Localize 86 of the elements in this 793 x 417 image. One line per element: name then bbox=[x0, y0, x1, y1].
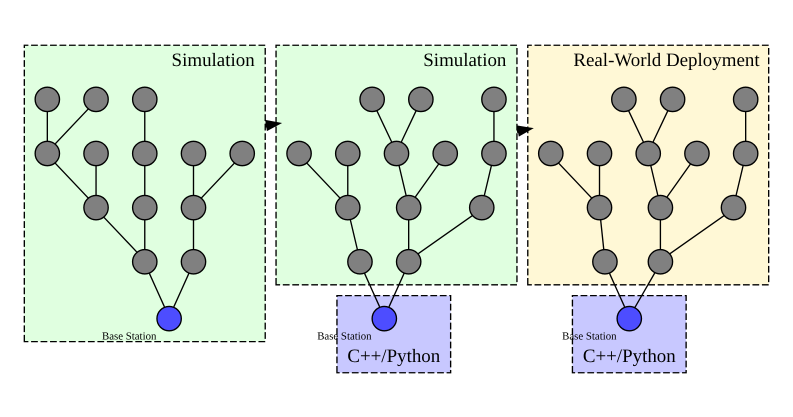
node-circle bbox=[648, 194, 674, 220]
node-circle bbox=[156, 305, 182, 331]
node-circle bbox=[83, 194, 109, 220]
node-circle bbox=[359, 86, 385, 112]
connector bbox=[660, 219, 662, 250]
node-circle bbox=[180, 140, 206, 166]
connector bbox=[201, 162, 235, 198]
cluster: Simulation bbox=[275, 44, 518, 285]
node-circle bbox=[83, 86, 109, 112]
connector bbox=[95, 165, 97, 195]
node-circle bbox=[611, 86, 637, 112]
connector bbox=[54, 162, 88, 198]
node-circle bbox=[371, 305, 398, 331]
node-circle bbox=[34, 86, 60, 112]
node-circle bbox=[586, 140, 612, 166]
connector bbox=[652, 110, 668, 142]
connector bbox=[400, 110, 417, 142]
connector bbox=[408, 219, 410, 250]
node-circle bbox=[684, 140, 710, 166]
node-circle bbox=[396, 194, 422, 220]
node-circle bbox=[384, 140, 410, 166]
node-circle bbox=[34, 140, 60, 166]
connector bbox=[600, 219, 604, 250]
connector bbox=[745, 111, 746, 141]
connector bbox=[306, 162, 340, 198]
connector bbox=[364, 272, 380, 307]
node-label: Base Station bbox=[102, 330, 156, 342]
node-circle bbox=[334, 194, 361, 220]
connector bbox=[608, 272, 626, 307]
connector bbox=[46, 111, 48, 141]
node-circle bbox=[635, 140, 662, 166]
connector bbox=[144, 111, 146, 141]
node-circle bbox=[83, 140, 109, 166]
node-circle bbox=[720, 194, 746, 220]
node-circle bbox=[229, 140, 256, 166]
connector bbox=[103, 216, 138, 252]
connector bbox=[735, 165, 744, 196]
node-circle bbox=[132, 248, 158, 274]
connector bbox=[670, 214, 725, 254]
connector bbox=[192, 165, 194, 195]
node-circle bbox=[468, 194, 495, 220]
node-circle bbox=[616, 305, 642, 331]
node-circle bbox=[347, 248, 373, 274]
node-circle bbox=[648, 248, 674, 274]
connector bbox=[414, 163, 440, 197]
connector bbox=[347, 165, 348, 195]
connector bbox=[54, 108, 89, 144]
node-circle bbox=[660, 86, 686, 112]
connector bbox=[558, 162, 592, 198]
cluster: Real-World Deployment bbox=[527, 44, 770, 285]
node-circle bbox=[396, 248, 422, 274]
node-circle bbox=[286, 140, 312, 166]
connector bbox=[398, 165, 407, 196]
node-circle bbox=[132, 140, 158, 166]
node-circle bbox=[180, 194, 206, 220]
connector bbox=[418, 214, 473, 254]
connector bbox=[634, 272, 656, 308]
node-label: Base Station bbox=[562, 330, 617, 342]
node-circle bbox=[132, 86, 158, 112]
node-circle bbox=[334, 140, 361, 166]
connector bbox=[598, 165, 600, 195]
node-circle bbox=[481, 86, 507, 112]
node-circle bbox=[732, 140, 759, 166]
node-circle bbox=[408, 86, 434, 112]
connector bbox=[144, 219, 146, 250]
node-circle bbox=[586, 194, 612, 220]
node-circle bbox=[732, 86, 759, 112]
connector bbox=[173, 272, 190, 307]
node-circle bbox=[132, 194, 158, 220]
connector bbox=[148, 272, 166, 307]
connector bbox=[144, 165, 146, 195]
connector bbox=[192, 219, 194, 250]
connector bbox=[666, 163, 691, 197]
connector bbox=[628, 110, 644, 142]
node-label: Base Station bbox=[317, 330, 372, 342]
node-circle bbox=[481, 140, 507, 166]
connector bbox=[493, 111, 495, 141]
connector bbox=[650, 165, 658, 196]
node-circle bbox=[538, 140, 564, 166]
connector bbox=[484, 165, 492, 196]
node-circle bbox=[432, 140, 458, 166]
connector bbox=[376, 110, 392, 142]
node-circle bbox=[180, 248, 206, 274]
connector bbox=[388, 272, 405, 307]
node-circle bbox=[592, 248, 618, 274]
connector bbox=[350, 219, 358, 250]
